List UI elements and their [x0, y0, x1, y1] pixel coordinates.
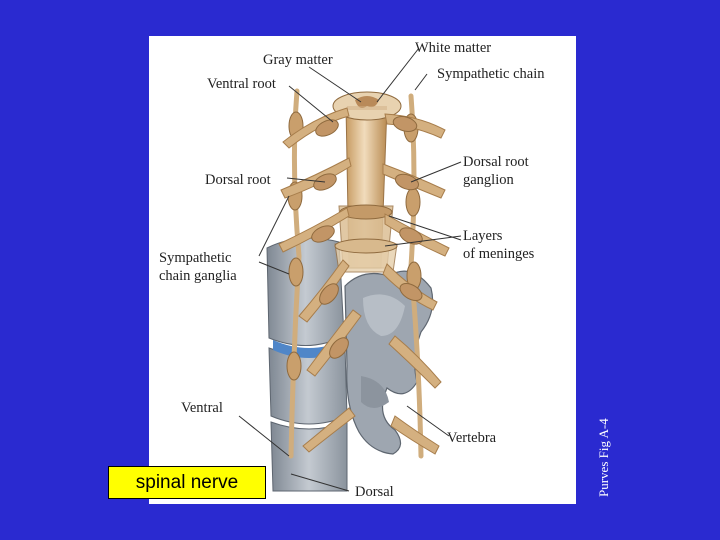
caption-text: spinal nerve: [136, 472, 238, 494]
figure-panel: Gray matter White matter Ventral root Sy…: [149, 36, 576, 504]
source-credit: Purves Fig A-4: [596, 418, 612, 497]
label-white-matter: White matter: [415, 40, 491, 56]
label-sympathetic-chain-ganglia-line2: chain ganglia: [159, 268, 237, 284]
label-sympathetic-chain: Sympathetic chain: [437, 66, 545, 82]
label-dorsal-root: Dorsal root: [205, 172, 271, 188]
label-dorsal-root-ganglion-line1: Dorsal root: [463, 154, 529, 170]
label-sympathetic-chain-ganglia-line1: Sympathetic: [159, 250, 232, 266]
label-gray-matter: Gray matter: [263, 52, 333, 68]
label-vertebra: Vertebra: [447, 430, 496, 446]
caption-box: spinal nerve: [108, 466, 266, 499]
label-layers-of-meninges-line1: Layers: [463, 228, 502, 244]
label-ventral-root: Ventral root: [207, 76, 276, 92]
label-dorsal: Dorsal: [355, 484, 394, 500]
label-dorsal-root-ganglion-line2: ganglion: [463, 172, 514, 188]
label-ventral: Ventral: [181, 400, 223, 416]
label-layers-of-meninges-line2: of meninges: [463, 246, 534, 262]
